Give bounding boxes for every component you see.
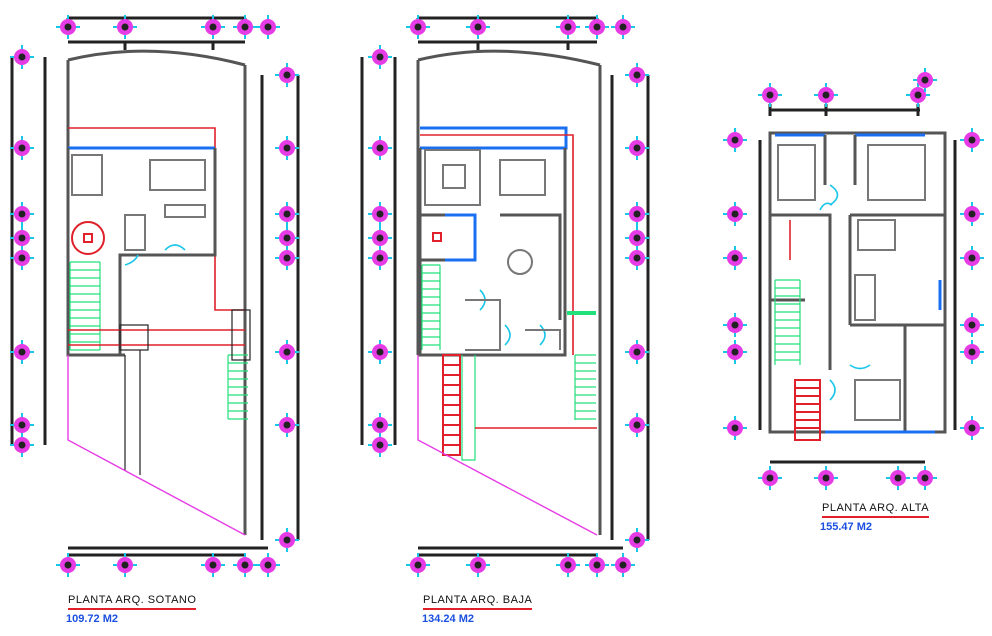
axis-marker	[723, 340, 747, 364]
axis-marker	[275, 340, 299, 364]
axis-marker	[10, 246, 34, 270]
axis-marker	[233, 553, 257, 577]
axis-marker	[466, 553, 490, 577]
axis-marker	[886, 466, 910, 490]
axis-marker	[814, 83, 838, 107]
axis-marker	[10, 45, 34, 69]
axis-marker	[625, 340, 649, 364]
axis-marker	[960, 202, 984, 226]
axis-marker	[758, 466, 782, 490]
axis-marker	[556, 553, 580, 577]
axis-marker	[275, 413, 299, 437]
plan-alta	[758, 104, 957, 464]
plan-title-sotano: PLANTA ARQ. SOTANO	[68, 594, 197, 610]
plan-area-sotano: 109.72 M2	[66, 613, 118, 625]
entry-stairs	[442, 354, 461, 456]
axis-marker	[723, 128, 747, 152]
terrace-window	[420, 126, 568, 150]
axis-marker	[10, 340, 34, 364]
stairs-left	[69, 261, 101, 351]
axis-marker	[625, 136, 649, 160]
axis-marker	[275, 246, 299, 270]
axis-marker	[556, 15, 580, 39]
axis-marker	[723, 416, 747, 440]
axis-marker	[406, 553, 430, 577]
axis-marker	[723, 246, 747, 270]
axis-marker	[113, 553, 137, 577]
dimension-lines-bottom	[68, 546, 268, 557]
axis-marker	[368, 246, 392, 270]
axis-marker	[960, 313, 984, 337]
axis-marker	[585, 553, 609, 577]
axis-marker	[10, 202, 34, 226]
axis-marker	[368, 136, 392, 160]
axis-marker	[723, 313, 747, 337]
stairs-main	[421, 264, 441, 350]
axis-marker	[275, 202, 299, 226]
axis-marker	[368, 340, 392, 364]
bedroom-furniture	[777, 144, 926, 421]
property-curve	[67, 49, 246, 67]
living-dining-furniture	[424, 149, 546, 206]
axis-marker	[913, 466, 937, 490]
interior-walls	[66, 148, 217, 357]
dimension-lines-sides	[10, 57, 300, 540]
plan-area-baja: 134.24 M2	[422, 613, 474, 625]
axis-marker	[960, 128, 984, 152]
axis-marker	[625, 413, 649, 437]
axis-marker	[201, 553, 225, 577]
stairs-right	[227, 354, 248, 420]
axis-marker	[275, 63, 299, 87]
axis-marker	[368, 45, 392, 69]
axis-marker	[625, 246, 649, 270]
axis-marker	[368, 202, 392, 226]
axis-marker	[960, 416, 984, 440]
axis-marker	[368, 433, 392, 457]
axis-marker	[466, 15, 490, 39]
axis-marker	[611, 15, 635, 39]
plan-title-alta: PLANTA ARQ. ALTA	[822, 502, 930, 518]
axis-marker	[913, 68, 937, 92]
grid-axis-markers	[10, 15, 984, 577]
axis-marker	[368, 226, 392, 250]
axis-marker	[10, 413, 34, 437]
axis-marker	[585, 15, 609, 39]
magenta-boundary	[67, 355, 246, 536]
axis-marker	[275, 136, 299, 160]
plan-sotano	[10, 16, 300, 557]
axis-marker	[275, 528, 299, 552]
plan-area-alta: 155.47 M2	[820, 521, 872, 533]
axis-marker	[10, 136, 34, 160]
plan-title-baja: PLANTA ARQ. BAJA	[423, 594, 533, 610]
axis-marker	[56, 15, 80, 39]
axis-marker	[758, 83, 782, 107]
axis-marker	[275, 226, 299, 250]
axis-marker	[201, 15, 225, 39]
red-circle-fixture	[71, 221, 105, 255]
axis-marker	[906, 83, 930, 107]
axis-marker	[960, 340, 984, 364]
axis-marker	[256, 15, 280, 39]
axis-marker	[625, 226, 649, 250]
axis-marker	[233, 15, 257, 39]
axis-marker	[960, 246, 984, 270]
stairs-red	[794, 379, 821, 441]
axis-marker	[625, 63, 649, 87]
axis-marker	[625, 202, 649, 226]
plan-baja	[360, 16, 650, 557]
axis-marker	[56, 553, 80, 577]
axis-marker	[256, 553, 280, 577]
axis-marker	[625, 528, 649, 552]
axis-marker	[10, 433, 34, 457]
property-walls	[66, 60, 247, 535]
axis-marker	[814, 466, 838, 490]
axis-marker	[611, 553, 635, 577]
axis-marker	[723, 202, 747, 226]
axis-marker	[113, 15, 137, 39]
axis-marker	[406, 15, 430, 39]
